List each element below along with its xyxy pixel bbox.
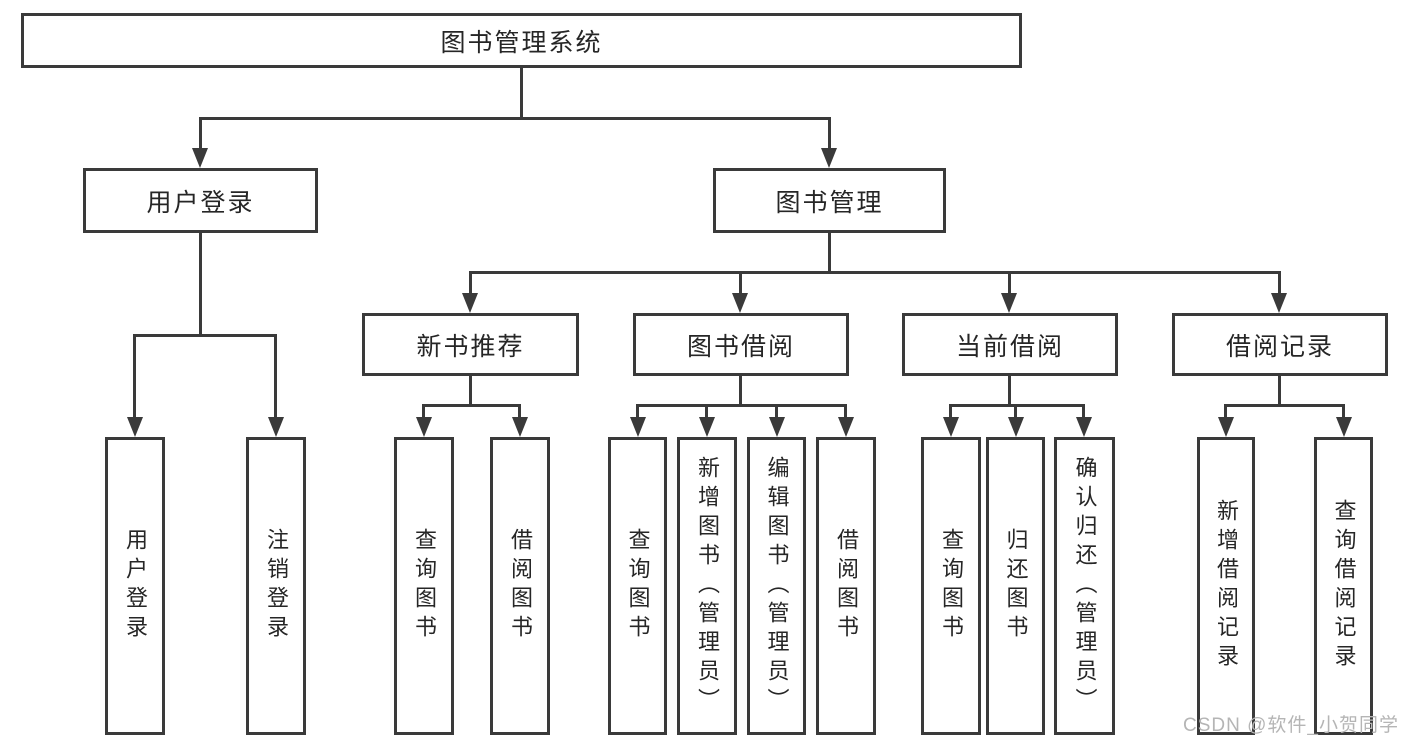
- connector-line: [1082, 404, 1085, 420]
- node-user-login: 用户登录: [83, 168, 318, 233]
- connector-line: [705, 404, 708, 420]
- connector-line: [1014, 404, 1017, 420]
- connector-line: [636, 404, 847, 407]
- arrow-down-icon: [943, 417, 959, 437]
- connector-line: [422, 404, 521, 407]
- arrow-down-icon: [1001, 293, 1017, 313]
- arrow-down-icon: [699, 417, 715, 437]
- arrow-down-icon: [769, 417, 785, 437]
- connector-line: [739, 376, 742, 407]
- node-library-management-system: 图书管理系统: [21, 13, 1022, 68]
- connector-line: [469, 376, 472, 407]
- node-new-book-recommendation: 新书推荐: [362, 313, 579, 376]
- arrow-down-icon: [127, 417, 143, 437]
- node-query-borrow-record: 查询借阅记录: [1314, 437, 1373, 735]
- connector-line: [133, 334, 277, 337]
- node-return-books: 归还图书: [986, 437, 1045, 735]
- connector-line: [828, 233, 831, 274]
- connector-line: [469, 271, 472, 296]
- arrow-down-icon: [821, 148, 837, 168]
- connector-line: [949, 404, 952, 420]
- connector-line: [199, 117, 202, 151]
- connector-line: [636, 404, 639, 420]
- arrow-down-icon: [268, 417, 284, 437]
- arrow-down-icon: [838, 417, 854, 437]
- node-add-borrow-record: 新增借阅记录: [1197, 437, 1255, 735]
- arrow-down-icon: [1271, 293, 1287, 313]
- arrow-down-icon: [512, 417, 528, 437]
- node-query-books-current: 查询图书: [921, 437, 981, 735]
- connector-line: [1278, 271, 1281, 296]
- connector-line: [199, 233, 202, 337]
- arrow-down-icon: [462, 293, 478, 313]
- arrow-down-icon: [1076, 417, 1092, 437]
- connector-line: [1008, 376, 1011, 407]
- connector-line: [1224, 404, 1227, 420]
- connector-line: [739, 271, 742, 296]
- watermark: CSDN @软件_小贺同学: [1183, 715, 1399, 736]
- connector-line: [775, 404, 778, 420]
- node-logout: 注销登录: [246, 437, 306, 735]
- arrow-down-icon: [416, 417, 432, 437]
- node-borrow-books-recommend: 借阅图书: [490, 437, 550, 735]
- node-edit-books-admin: 编辑图书（管理员）: [747, 437, 806, 735]
- node-user-login-leaf: 用户登录: [105, 437, 165, 735]
- node-current-borrowing: 当前借阅: [902, 313, 1118, 376]
- connector-line: [1224, 404, 1345, 407]
- connector-line: [949, 404, 1085, 407]
- connector-line: [1278, 376, 1281, 407]
- node-book-management: 图书管理: [713, 168, 946, 233]
- connector-line: [274, 334, 277, 420]
- connector-line: [1342, 404, 1345, 420]
- node-borrow-books: 借阅图书: [816, 437, 876, 735]
- node-add-books-admin: 新增图书（管理员）: [677, 437, 737, 735]
- connector-line: [133, 334, 136, 420]
- arrow-down-icon: [1008, 417, 1024, 437]
- connector-line: [422, 404, 425, 420]
- connector-line: [199, 117, 831, 120]
- connector-line: [1008, 271, 1011, 296]
- arrow-down-icon: [1218, 417, 1234, 437]
- connector-line: [518, 404, 521, 420]
- arrow-down-icon: [1336, 417, 1352, 437]
- arrow-down-icon: [192, 148, 208, 168]
- connector-line: [520, 66, 523, 120]
- connector-line: [469, 271, 1281, 274]
- node-query-books-borrowing: 查询图书: [608, 437, 667, 735]
- node-borrowing-records: 借阅记录: [1172, 313, 1388, 376]
- node-book-borrowing: 图书借阅: [633, 313, 849, 376]
- node-confirm-return-admin: 确认归还（管理员）: [1054, 437, 1115, 735]
- connector-line: [844, 404, 847, 420]
- arrow-down-icon: [732, 293, 748, 313]
- arrow-down-icon: [630, 417, 646, 437]
- node-query-books-recommend: 查询图书: [394, 437, 454, 735]
- connector-line: [828, 117, 831, 151]
